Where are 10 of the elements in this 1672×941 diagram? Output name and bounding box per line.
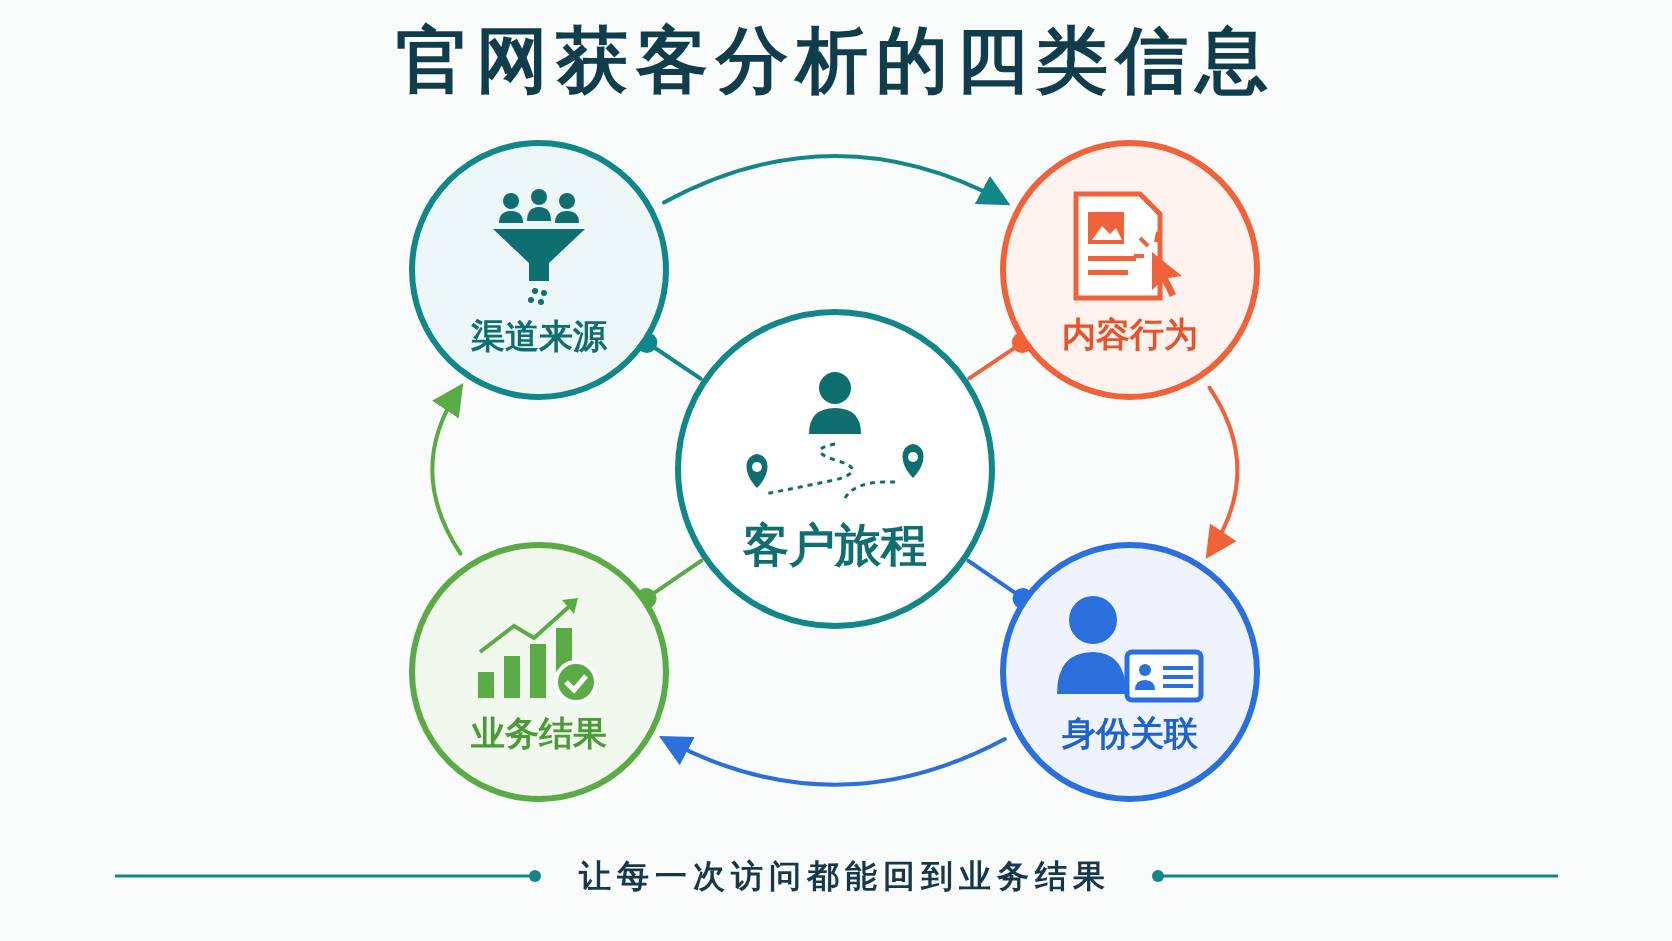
curved-arrow [661,153,1011,205]
node-label: 业务结果 [471,716,607,750]
node-label: 客户旅程 [743,522,927,568]
curved-arrow [1205,385,1240,560]
node-label: 内容行为 [1062,316,1198,351]
node-label: 渠道来源 [471,319,607,353]
curved-arrow [430,382,463,556]
node-label: 身份关联 [1062,716,1198,750]
caption: 让每一次访问都能回到业务结果 [577,857,1112,896]
title: 官网获客分析的四类信息 [395,24,1277,96]
